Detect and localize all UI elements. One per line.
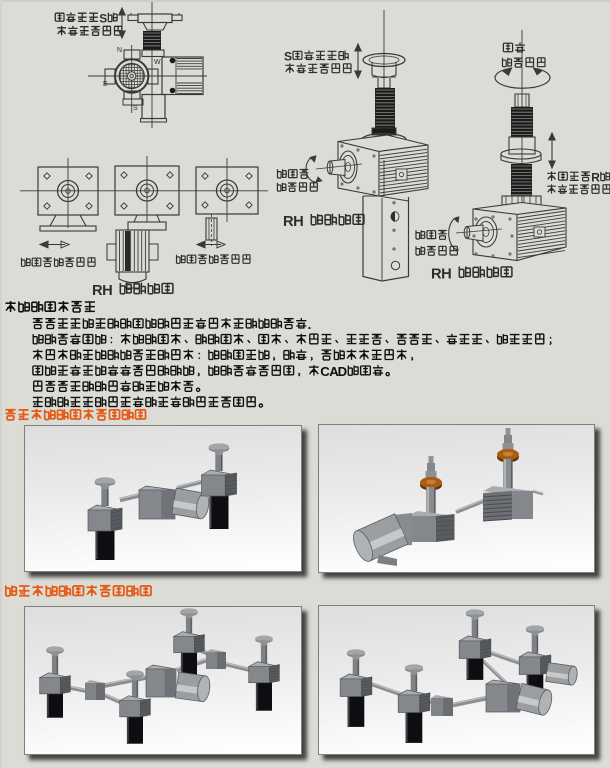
svg-text:S: S — [133, 105, 138, 112]
svg-text:.: . — [308, 317, 312, 332]
svg-text:R: R — [431, 266, 442, 282]
svg-text:H: H — [441, 266, 452, 282]
svg-text:D: D — [338, 364, 348, 379]
svg-text:E: E — [103, 81, 108, 88]
svg-text:C: C — [320, 364, 330, 379]
svg-text:N: N — [117, 47, 122, 54]
svg-text:R: R — [591, 170, 600, 184]
svg-text:S: S — [99, 11, 107, 25]
svg-text:H: H — [293, 214, 304, 230]
svg-text:W: W — [154, 59, 161, 66]
svg-text:A: A — [329, 364, 339, 379]
svg-text:R: R — [283, 214, 294, 230]
svg-text:H: H — [102, 283, 113, 299]
svg-text:R: R — [92, 283, 103, 299]
svg-text:S: S — [284, 50, 292, 64]
